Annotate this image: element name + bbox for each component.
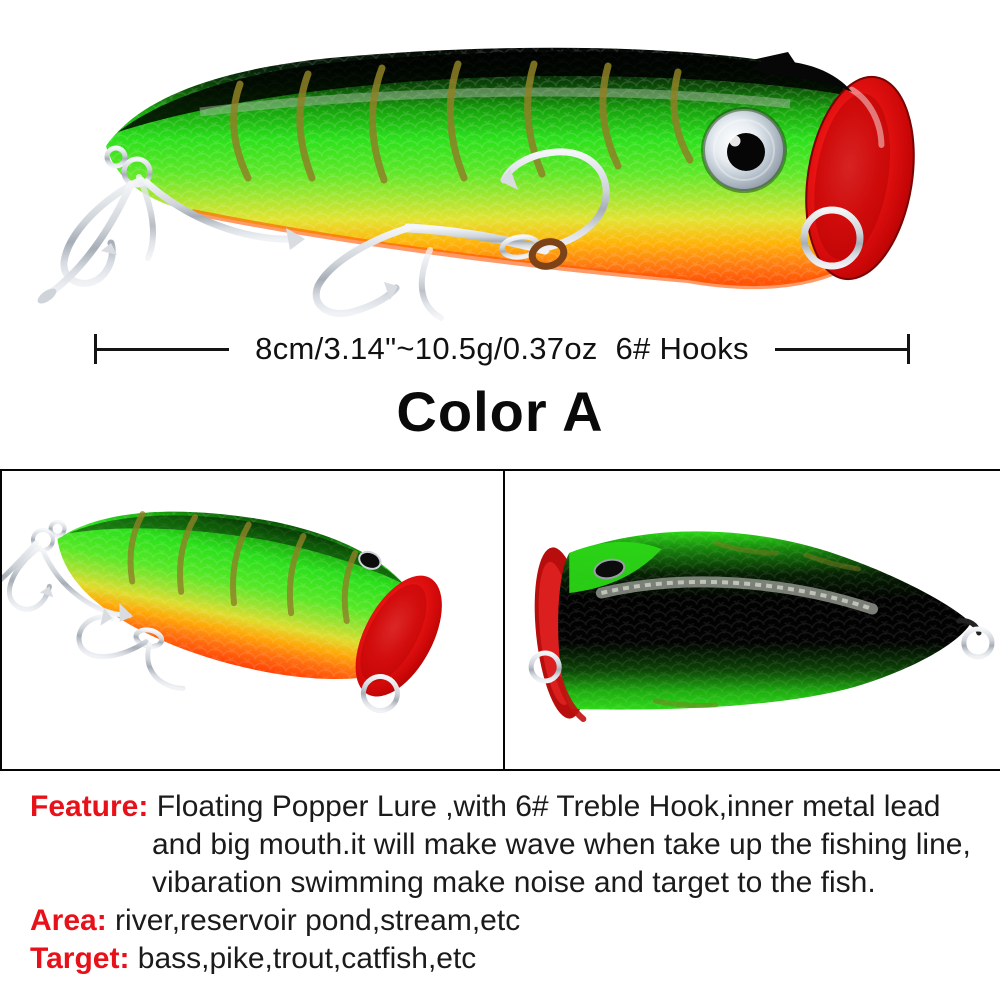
target-text: bass,pike,trout,catfish,etc bbox=[137, 942, 477, 975]
feature-line-1: Floating Popper Lure ,with 6# Treble Hoo… bbox=[156, 790, 941, 823]
dimension-segment-left bbox=[97, 347, 230, 351]
detail-panels bbox=[0, 469, 1000, 771]
target-row: Target: bass,pike,trout,catfish,etc bbox=[30, 940, 975, 978]
dimension-tick-left bbox=[94, 334, 97, 364]
lure-top-photo bbox=[505, 471, 1000, 769]
lure-angled-illustration bbox=[2, 511, 442, 714]
dimension-tick-right bbox=[907, 334, 911, 364]
dimension-segment-right bbox=[774, 347, 908, 351]
main-lure-illustration bbox=[37, 47, 915, 321]
lure-angled-photo bbox=[2, 471, 505, 769]
specs-section: Feature: Floating Popper Lure ,with 6# T… bbox=[30, 788, 975, 978]
dimension-line: 8cm/3.14"~10.5g/0.37oz 6# Hooks bbox=[94, 331, 911, 366]
color-variant-title: Color A bbox=[396, 380, 604, 443]
target-label: Target: bbox=[30, 942, 130, 975]
feature-line-2: and big mouth.it will make wave when tak… bbox=[152, 828, 971, 861]
main-lure-photo bbox=[0, 0, 1000, 332]
area-row: Area: river,reservoir pond,stream,etc bbox=[30, 902, 975, 940]
feature-label: Feature: bbox=[30, 790, 149, 823]
area-label: Area: bbox=[30, 904, 107, 937]
dimension-text: 8cm/3.14"~10.5g/0.37oz 6# Hooks bbox=[255, 331, 749, 366]
lure-top-illustration bbox=[528, 531, 995, 722]
feature-paragraph: Feature: Floating Popper Lure ,with 6# T… bbox=[30, 788, 975, 902]
feature-line-3: vibaration swimming make noise and targe… bbox=[152, 866, 876, 899]
area-text: river,reservoir pond,stream,etc bbox=[115, 904, 521, 937]
